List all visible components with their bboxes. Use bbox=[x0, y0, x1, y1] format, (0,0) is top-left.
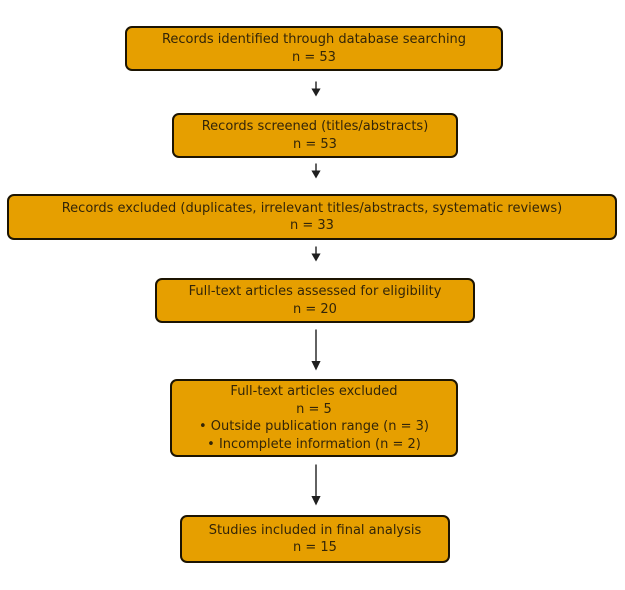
box-title-line: Records identified through database sear… bbox=[161, 32, 467, 47]
box-title-line: Records excluded (duplicates, irrelevant… bbox=[61, 200, 563, 216]
box-count-line: n = 53 bbox=[292, 49, 336, 65]
box-bullet-line: • Incomplete information (n = 2) bbox=[207, 436, 421, 452]
flow-box-records-identified: Records identified through database sear… bbox=[125, 26, 503, 71]
box-title-line: Records screened (titles/abstracts) bbox=[201, 119, 429, 134]
box-title-line: Studies included in final analysis bbox=[208, 522, 422, 538]
flow-box-fulltext-assessed: Full-text articles assessed for eligibil… bbox=[155, 278, 475, 323]
box-count-line: n = 15 bbox=[293, 540, 337, 555]
box-title-line: Full-text articles assessed for eligibil… bbox=[188, 284, 442, 299]
box-count-line: n = 20 bbox=[293, 301, 337, 317]
box-count-line: n = 53 bbox=[293, 136, 337, 152]
down-arrow-icon bbox=[311, 163, 321, 179]
box-count-line: n = 5 bbox=[296, 401, 332, 417]
flow-box-studies-included: Studies included in final analysis n = 1… bbox=[180, 515, 450, 563]
flow-box-records-excluded: Records excluded (duplicates, irrelevant… bbox=[7, 194, 617, 240]
down-arrow-icon bbox=[311, 81, 321, 97]
flow-box-records-screened: Records screened (titles/abstracts) n = … bbox=[172, 113, 458, 158]
down-arrow-icon bbox=[311, 464, 321, 506]
box-bullet-line: • Outside publication range (n = 3) bbox=[199, 419, 429, 434]
down-arrow-icon bbox=[311, 246, 321, 262]
box-count-line: n = 33 bbox=[290, 218, 334, 233]
box-title-line: Full-text articles excluded bbox=[230, 384, 398, 399]
flow-box-fulltext-excluded: Full-text articles excluded n = 5 • Outs… bbox=[170, 379, 458, 457]
down-arrow-icon bbox=[311, 329, 321, 371]
